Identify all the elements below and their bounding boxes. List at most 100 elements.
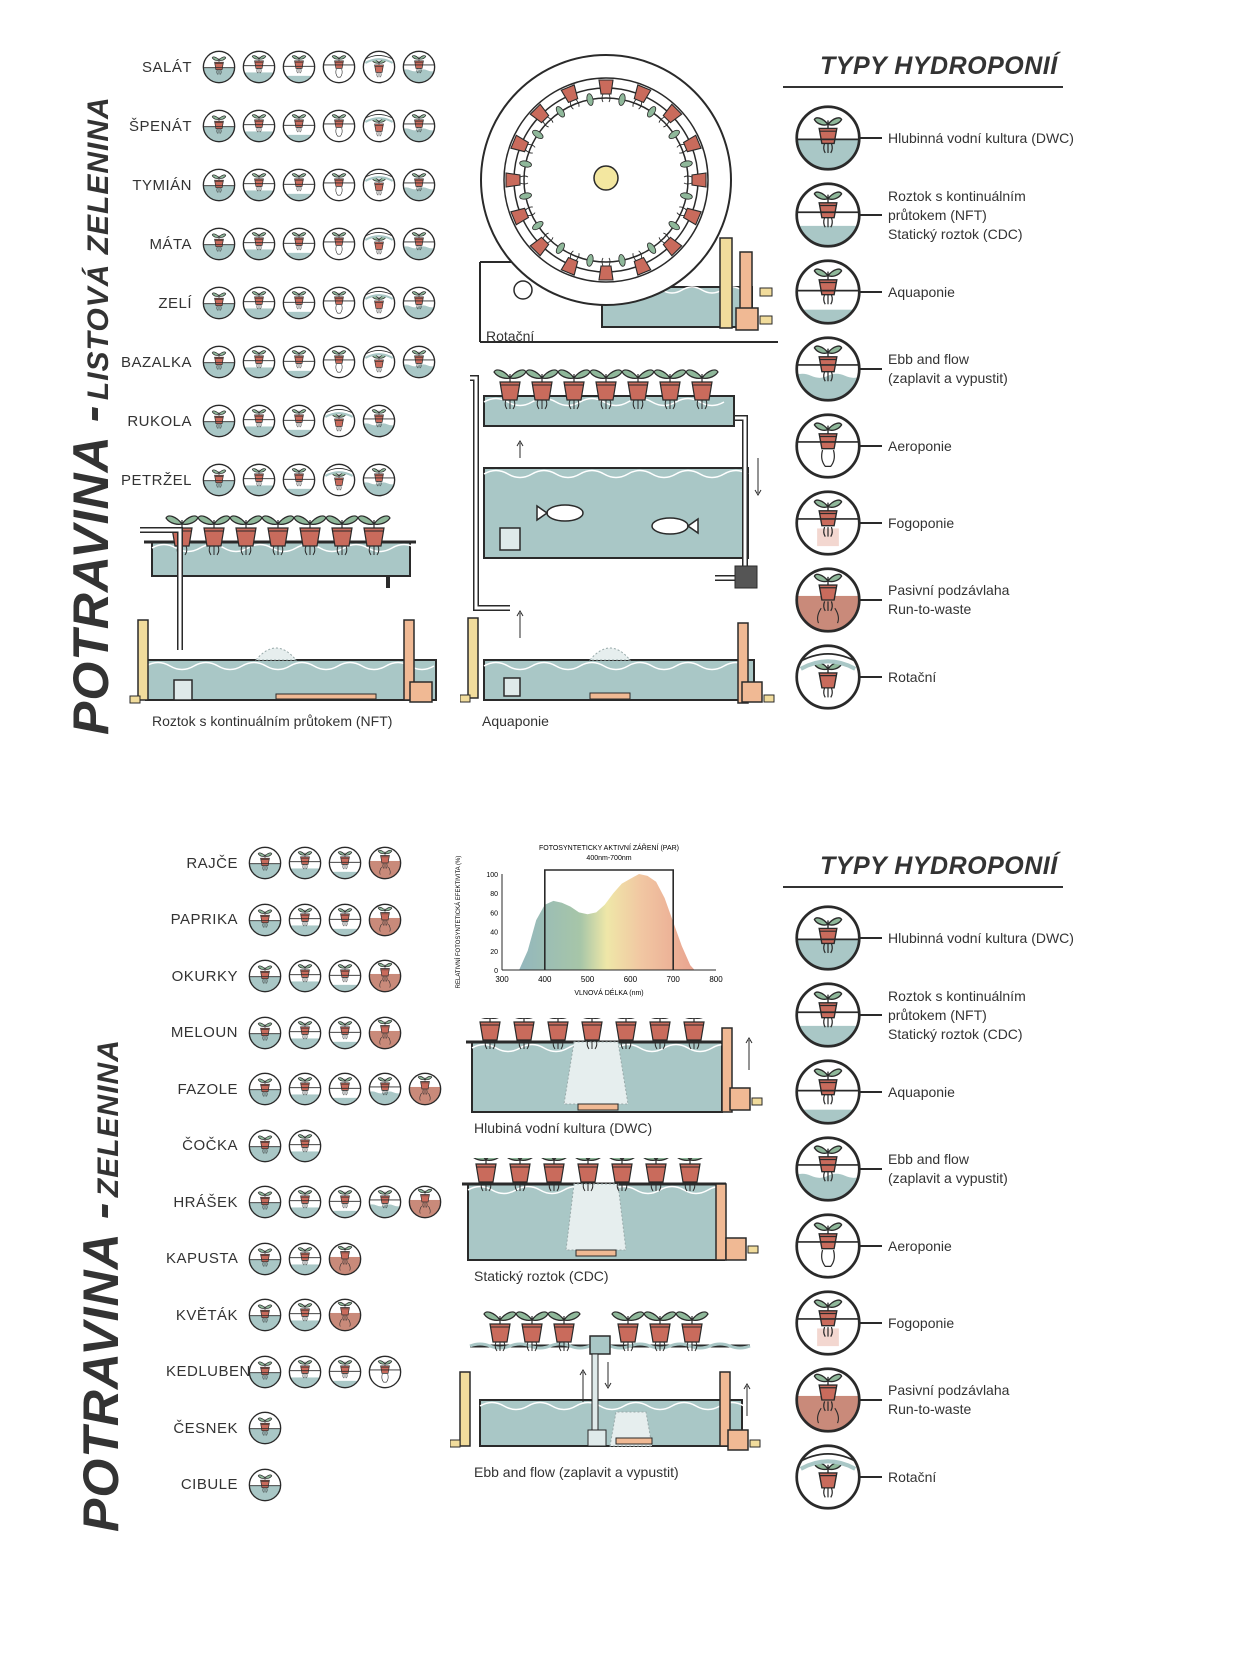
section1-title-main: POTRAVINA - [63, 404, 119, 735]
legend-connector [860, 445, 882, 447]
legend-item: Hlubinná vodní kultura (DWC) [794, 104, 1074, 172]
dwc-method-icon [248, 903, 282, 937]
dwc-legend-icon [794, 104, 862, 172]
plant-method-icons [248, 1298, 362, 1332]
aquaponics-method-icon [282, 463, 316, 497]
plant-method-icons [248, 959, 402, 993]
ebb-method-icon [368, 1185, 402, 1219]
legend-label-line: Pasivní podzávlaha [888, 1382, 1010, 1398]
dwc-method-icon [248, 959, 282, 993]
legend-label-line: průtokem (NFT) [888, 1006, 987, 1023]
dwc-method-icon [248, 1129, 282, 1163]
dwc-method-icon [248, 1072, 282, 1106]
plant-name: MELOUN [170, 1024, 238, 1041]
dwc-system-diagram [466, 1018, 763, 1113]
legend-label: Aquaponie [888, 1083, 955, 1102]
rotary-method-icon [362, 345, 396, 379]
passive-method-icon [328, 1298, 362, 1332]
legend-label-line: Ebb and flow [888, 1151, 969, 1167]
ebb-method-icon [402, 50, 436, 84]
plant-row: ČESNEK [166, 1411, 282, 1445]
cdc-caption: Statický roztok (CDC) [474, 1268, 609, 1284]
nft-caption: Roztok s kontinuálním průtokem (NFT) [152, 713, 393, 729]
aeroponics-legend-icon [794, 412, 862, 480]
aquaponics-method-icon [282, 404, 316, 438]
plant-name: TYMIÁN [132, 176, 192, 194]
plant-method-icons [248, 903, 402, 937]
ebb-method-icon [402, 286, 436, 320]
legend-label-line: Rotační [888, 1468, 937, 1485]
plant-method-icons [248, 1468, 282, 1502]
x-tick-label: 500 [581, 975, 595, 984]
ebb-method-icon [362, 404, 396, 438]
y-tick-label: 20 [490, 949, 498, 956]
dwc-method-icon [248, 1411, 282, 1445]
aeroponics-method-icon [322, 50, 356, 84]
dwc-method-icon [202, 463, 236, 497]
plant-name: KEDLUBEN [166, 1363, 251, 1380]
rotary-system-diagram [479, 54, 778, 343]
cdc-system-diagram [462, 1158, 759, 1261]
fish-icon [651, 517, 699, 535]
aquaponics-pots [493, 369, 719, 410]
dwc-method-icon [248, 846, 282, 880]
legend-label: Rotační [888, 1468, 936, 1487]
dwc-method-icon [248, 1016, 282, 1050]
rotary-legend-icon [794, 643, 862, 711]
aeroponics-method-icon [322, 109, 356, 143]
nft-pots [165, 515, 391, 556]
legend-label-line: Aquaponie [888, 1083, 955, 1100]
dwc-method-icon [202, 404, 236, 438]
plant-name: ČOČKA [182, 1137, 238, 1154]
legend-label-line: Fogoponie [888, 514, 955, 531]
nft-method-icon [288, 1072, 322, 1106]
nft-method-icon [242, 345, 276, 379]
plant-method-icons [202, 168, 436, 202]
ebb-legend-icon [794, 1135, 862, 1203]
legend-item: Hlubinná vodní kultura (DWC) [794, 904, 1074, 972]
rotary-method-icon [362, 286, 396, 320]
legend-label: Aeroponie [888, 1237, 952, 1256]
legend-item: Rotační [794, 643, 936, 711]
y-axis-label: RELATIVNÍ FOTOSYNTETICKÁ EFEKTIVITA (%) [455, 856, 462, 989]
section1-title: POTRAVINA - LISTOVÁ ZELENINA [62, 96, 120, 735]
nft-method-icon [288, 1016, 322, 1050]
nft-method-icon [242, 109, 276, 143]
plant-row: HRÁŠEK [166, 1185, 442, 1219]
plant-name: PAPRIKA [170, 911, 238, 928]
legend-connector [860, 291, 882, 293]
plant-name: ZELÍ [158, 294, 192, 312]
nft-method-icon [288, 1185, 322, 1219]
legend-label-line: Fogoponie [888, 1314, 955, 1331]
plant-name: PETRŽEL [120, 471, 192, 489]
legend-label: Aeroponie [888, 437, 952, 456]
plant-method-icons [202, 227, 436, 261]
aquaponics-method-icon [328, 959, 362, 993]
aquaponics-method-icon [282, 168, 316, 202]
legend-connector [860, 214, 882, 216]
nft-method-icon [242, 463, 276, 497]
ebb-method-icon [368, 1072, 402, 1106]
nft-system-diagram [129, 515, 437, 704]
plant-row: SALÁT [120, 50, 436, 84]
plant-row: MÁTA [120, 227, 436, 261]
y-tick-label: 80 [490, 891, 498, 898]
legend-label-line: Run-to-waste [888, 601, 972, 617]
dwc-method-icon [202, 168, 236, 202]
x-axis-label: VLNOVÁ DÉLKA (nm) [574, 988, 643, 997]
plant-method-icons [202, 286, 436, 320]
aquaponics-method-icon [282, 227, 316, 261]
plant-row: KAPUSTA [166, 1242, 362, 1276]
legend-connector [860, 1091, 882, 1093]
rotary-method-icon [362, 227, 396, 261]
rotary-caption: Rotační [486, 328, 535, 344]
section2-title-main: POTRAVINA - [73, 1201, 129, 1532]
passive-method-icon [408, 1072, 442, 1106]
legend-item: Ebb and flow(zaplavit a vypustit) [794, 335, 1008, 403]
plant-row: RAJČE [166, 846, 402, 880]
